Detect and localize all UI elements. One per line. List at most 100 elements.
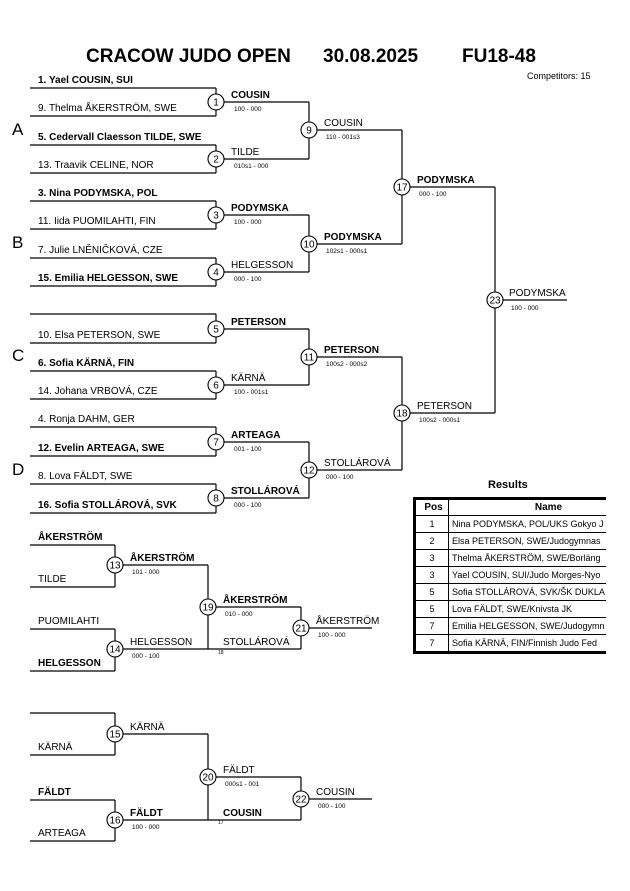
competitor-entry: 6. Sofia KÄRNÄ, FIN <box>38 356 134 369</box>
result-pos: 5 <box>415 583 449 601</box>
match-number: 23 <box>489 296 501 307</box>
rep-winner: HELGESSON <box>130 637 192 648</box>
r2-score: 102s1 - 000s1 <box>326 248 368 255</box>
rep-score: 101 - 000 <box>132 569 160 576</box>
result-pos: 2 <box>415 532 449 550</box>
match-number: 9 <box>306 126 312 137</box>
rep-winner: FÄLDT <box>130 806 163 819</box>
event-date: 30.08.2025 <box>323 46 419 67</box>
result-pos: 7 <box>415 617 449 635</box>
weight-category: FU18-48 <box>462 46 536 67</box>
match-number: 3 <box>213 211 219 222</box>
match-number: 7 <box>213 438 219 449</box>
semi-score: 000 - 100 <box>419 191 447 198</box>
rep-final-score: 000 - 100 <box>318 803 346 810</box>
r2-score: 110 - 001s3 <box>326 134 360 141</box>
match-number-circle <box>300 348 318 366</box>
match-number-circle <box>199 768 217 786</box>
rep-crossover: STOLLÁROVÁ <box>223 635 290 648</box>
match-number-circle <box>106 725 124 743</box>
semi-score: 100s2 - 000s1 <box>419 417 461 424</box>
rep-final-winner: ÅKERSTRÖM <box>316 614 379 627</box>
rep-score: 000 - 100 <box>132 653 160 660</box>
r1-winner: HELGESSON <box>231 260 293 271</box>
r1-winner: ARTEAGA <box>231 430 280 441</box>
result-name: Sofia KÄRNÄ, FIN/Finnish Judo Fed <box>448 634 630 652</box>
r1-score: 100 - 000 <box>234 219 262 226</box>
r2-winner: STOLLÁROVÁ <box>324 456 391 469</box>
result-name: Yael COUSIN, SUI/Judo Morges-Nyo <box>448 566 630 584</box>
match-number: 4 <box>213 268 219 279</box>
match-number-circle <box>300 121 318 139</box>
result-pos: 3 <box>415 549 449 567</box>
match-number: 16 <box>109 816 121 827</box>
rep-winner: FÄLDT <box>223 764 255 776</box>
match-number-circle <box>207 93 225 111</box>
match-number-circle <box>292 790 310 808</box>
result-pos: 7 <box>415 634 449 652</box>
match-number: 15 <box>109 730 121 741</box>
match-number-circle <box>207 150 225 168</box>
r2-winner: PETERSON <box>324 345 379 356</box>
results-header-pos: Pos <box>415 499 449 516</box>
match-number-circle <box>300 461 318 479</box>
competitor-entry: 11. Iida PUOMILAHTI, FIN <box>38 216 156 227</box>
match-number-circle <box>207 433 225 451</box>
rep-score: 100 - 000 <box>132 824 160 831</box>
r1-score: 000 - 100 <box>234 502 262 509</box>
semi-winner: PETERSON <box>417 401 472 412</box>
match-number: 2 <box>213 155 219 166</box>
competitors-count: Competitors: 15 <box>527 71 591 81</box>
pool-label-a: A <box>12 120 24 139</box>
rep-winner: KÄRNÄ <box>130 721 165 733</box>
result-pos: 1 <box>415 515 449 533</box>
semi-winner: PODYMSKA <box>417 175 475 186</box>
rep-crossover-ref: 18 <box>218 650 224 656</box>
competitor-entry: 13. Traavik CELINE, NOR <box>38 160 154 171</box>
r1-winner: PETERSON <box>231 317 286 328</box>
competitor-entry: 16. Sofia STOLLÁROVÁ, SVK <box>38 498 178 511</box>
r2-score: 000 - 100 <box>326 474 354 481</box>
competitor-entry: 4. Ronja DAHM, GER <box>38 414 135 425</box>
match-number-circle <box>486 291 504 309</box>
rep-crossover: COUSIN <box>223 808 262 819</box>
match-number: 18 <box>396 409 408 420</box>
repechage-entry: HELGESSON <box>38 658 101 669</box>
match-number-circle <box>207 263 225 281</box>
result-name: Thelma ÅKERSTRÖM, SWE/Borläng <box>448 549 630 567</box>
match-number: 17 <box>396 183 408 194</box>
match-number-circle <box>207 489 225 507</box>
match-number: 22 <box>295 795 307 806</box>
r1-score: 010s1 - 000 <box>234 163 269 170</box>
match-number: 19 <box>202 603 214 614</box>
rep-final-score: 100 - 000 <box>318 632 346 639</box>
results-title: Results <box>488 479 528 491</box>
rep-winner: ÅKERSTRÖM <box>130 551 194 564</box>
match-number-circle <box>106 556 124 574</box>
r1-winner: STOLLÁROVÁ <box>231 484 300 497</box>
match-number-circle <box>106 640 124 658</box>
results-header-name: Name <box>448 499 630 516</box>
competitor-entry: 1. Yael COUSIN, SUI <box>38 75 133 86</box>
pool-label-d: D <box>12 460 25 479</box>
match-number-circle <box>300 235 318 253</box>
match-number-circle <box>207 320 225 338</box>
competitor-entry: 10. Elsa PETERSON, SWE <box>38 330 161 341</box>
repechage-entry: TILDE <box>38 574 67 585</box>
match-number-circle <box>199 598 217 616</box>
r1-winner: COUSIN <box>231 90 270 101</box>
rep-crossover-ref: 17 <box>218 820 224 826</box>
r1-winner: TILDE <box>231 147 260 158</box>
event-name: CRACOW JUDO OPEN <box>86 46 291 67</box>
final-score: 100 - 000 <box>511 305 539 312</box>
match-number-circle <box>292 619 310 637</box>
r1-winner: KÄRNÄ <box>231 372 266 384</box>
rep-score: 010 - 000 <box>225 611 253 618</box>
